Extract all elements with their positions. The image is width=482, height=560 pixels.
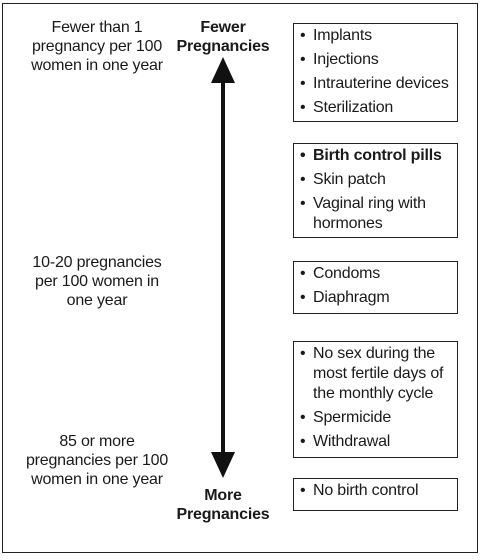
method-item: No sex during the most fertile days of t… — [300, 344, 451, 404]
method-item: Condoms — [300, 264, 451, 284]
method-item: Implants — [300, 26, 451, 46]
method-group-2: Birth control pills Skin patch Vaginal r… — [293, 143, 458, 238]
method-item: No birth control — [300, 481, 451, 501]
arrow-head-down — [211, 452, 235, 478]
rate-label-mid: 10-20 pregnancies per 100 women in one y… — [32, 254, 162, 309]
chart-frame — [2, 3, 478, 553]
method-item: Skin patch — [300, 170, 451, 190]
rate-label-high: 85 or more pregnancies per 100 women in … — [25, 433, 169, 488]
method-item: Injections — [300, 50, 451, 70]
axis-top-label: Fewer Pregnancies — [176, 19, 270, 55]
arrow-head-up — [211, 57, 235, 83]
method-item: Sterilization — [300, 98, 451, 118]
method-item: Diaphragm — [300, 288, 451, 308]
method-group-1: Implants Injections Intrauterine devices… — [293, 23, 458, 122]
method-group-3: Condoms Diaphragm — [293, 261, 458, 314]
method-item: Vaginal ring with hormones — [300, 194, 451, 234]
method-item: Withdrawal — [300, 432, 451, 452]
method-group-4: No sex during the most fertile days of t… — [293, 341, 458, 458]
method-group-5: No birth control — [293, 478, 458, 511]
method-item: Intrauterine devices — [300, 74, 451, 94]
rate-label-low: Fewer than 1 pregnancy per 100 women in … — [31, 19, 163, 74]
method-item: Spermicide — [300, 408, 451, 428]
method-item: Birth control pills — [300, 146, 451, 166]
axis-bottom-label: More Pregnancies — [176, 487, 270, 523]
